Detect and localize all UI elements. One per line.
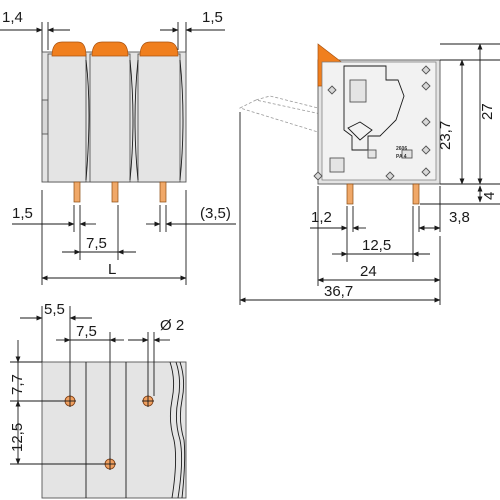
lever-3: [139, 41, 179, 57]
lever-2: [91, 41, 129, 57]
dim-vertical-spacing: 12,5: [9, 423, 26, 452]
pin-3: [159, 181, 167, 203]
side-pins: [346, 183, 420, 205]
side-pin-1: [346, 183, 354, 205]
front-housing: [41, 51, 187, 183]
dim-vertical-top: 7,7: [9, 374, 26, 395]
footprint-outline: [41, 361, 187, 499]
dim-top-left: 1,4: [2, 9, 23, 26]
footprint-dimensions: 5,5 7,5 Ø 2 7,7 12,5: [9, 301, 184, 465]
dim-hole-diameter: Ø 2: [160, 317, 184, 334]
front-bottom-dimensions: 1,5 (3,5) 7,5 L: [12, 190, 236, 285]
side-bottom-dimensions: 1,2 3,8 12,5 24 36,7: [239, 112, 470, 305]
dim-height-total: 27: [479, 103, 496, 120]
side-view: 2606 PA 4 23,7 27 4 1,2: [238, 43, 500, 305]
dim-pin-left: 1,5: [12, 205, 33, 222]
pin-2: [111, 181, 119, 203]
front-top-dimensions: 1,4 1,5: [0, 9, 225, 70]
dim-pin-length: 4: [481, 192, 498, 200]
dim-overall-depth: 36,7: [324, 283, 353, 300]
side-phantom-lever: [238, 95, 335, 133]
front-levers: [51, 41, 179, 57]
label-code: 2606: [396, 146, 407, 152]
side-vertical-dimensions: 23,7 27 4: [420, 43, 500, 205]
label-rating: PA 4: [396, 154, 407, 160]
footprint-view: 5,5 7,5 Ø 2 7,7 12,5: [9, 301, 187, 499]
dim-length: L: [108, 261, 116, 278]
front-pins: [73, 181, 167, 203]
dim-body-depth: 24: [360, 263, 377, 280]
dim-top-right: 1,5: [202, 9, 223, 26]
dim-pin-offset-right: 3,8: [449, 209, 470, 226]
front-view: 1,4 1,5: [0, 9, 236, 285]
dim-height-inner: 23,7: [437, 121, 454, 150]
dim-pin-right: (3,5): [200, 205, 231, 222]
dim-pin-width: 1,2: [311, 209, 332, 226]
dim-footprint-pitch: 7,5: [76, 323, 97, 340]
pin-1: [73, 181, 81, 203]
dim-edge-offset: 5,5: [44, 301, 65, 318]
dim-pitch: 7,5: [86, 235, 107, 252]
lever-1: [51, 41, 87, 57]
side-housing: 2606 PA 4: [313, 43, 441, 185]
dim-pin-spacing: 12,5: [362, 237, 391, 254]
side-pin-2: [412, 183, 420, 205]
